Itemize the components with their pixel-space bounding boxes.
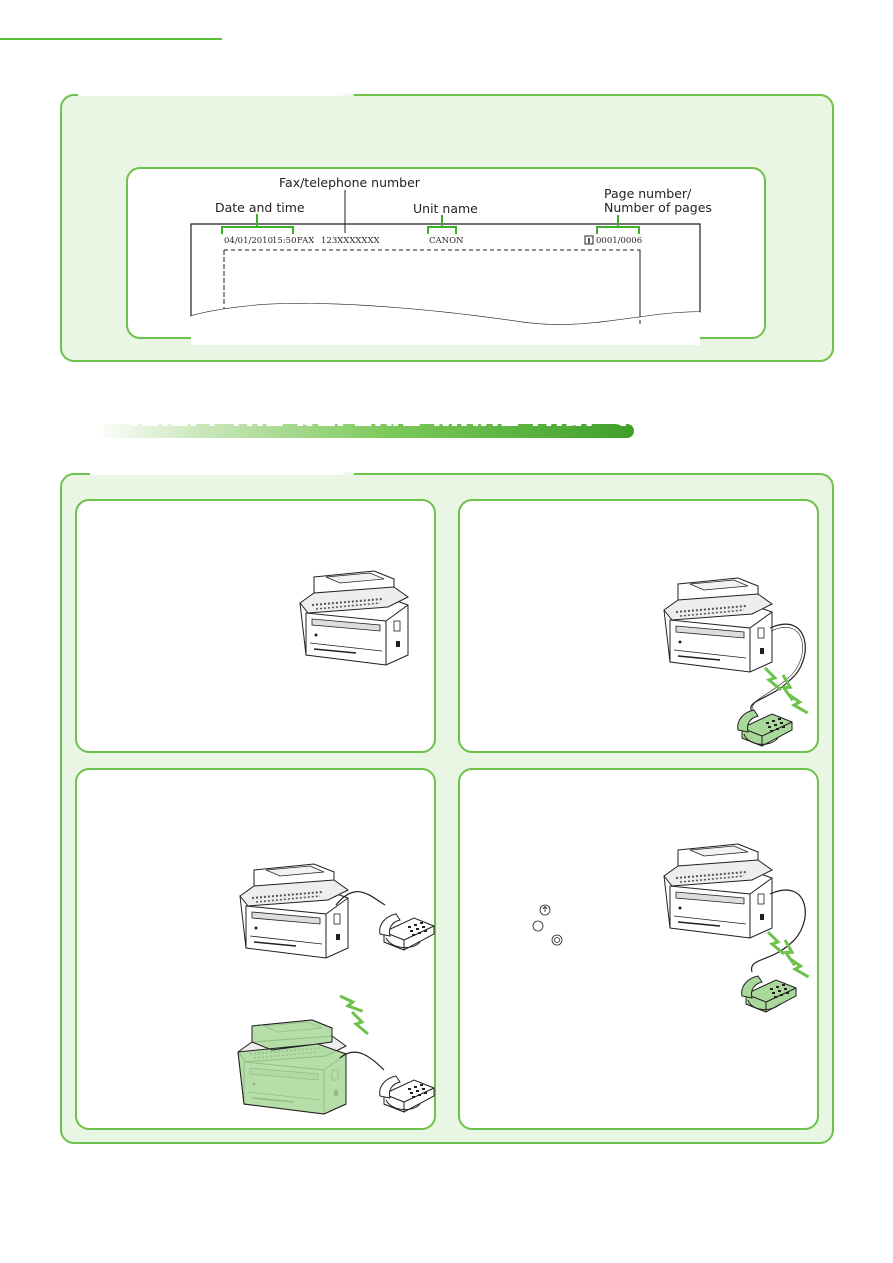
- panel-tab: [78, 93, 354, 96]
- callout-page-number: Page number/: [604, 186, 692, 201]
- printer-icon: [663, 577, 773, 673]
- start-button-icon: [539, 904, 551, 916]
- mode-card-answering: [458, 768, 819, 1130]
- ringing-signal-icon: [787, 953, 811, 982]
- sample-time: 15:50: [272, 236, 297, 246]
- ringing-signal-icon: [350, 1010, 370, 1036]
- sample-unit: CANON: [429, 236, 464, 246]
- callout-fax-number: Fax/telephone number: [279, 175, 420, 190]
- sample-fax-tag: FAX: [297, 236, 315, 246]
- sample-number: 123XXXXXXX: [321, 236, 380, 246]
- top-rule: [0, 38, 222, 40]
- printer-icon: [663, 843, 773, 939]
- section-heading-bar: [93, 424, 634, 438]
- telephone-icon: [741, 975, 797, 1013]
- circle-button-icon: [532, 920, 544, 932]
- printer-icon: [299, 570, 409, 666]
- telephone-icon: [379, 1075, 435, 1113]
- callout-unit-name: Unit name: [413, 201, 478, 216]
- callout-date-time: Date and time: [215, 200, 305, 215]
- printer-icon: [239, 863, 349, 959]
- section-heading: Select the Receive Mode that Suits Your …: [120, 406, 630, 439]
- ringing-signal-icon: [786, 689, 810, 718]
- telephone-icon: [379, 913, 435, 951]
- sample-date: 04/01/2010: [224, 236, 273, 246]
- callout-number-of-pages: Number of pages: [604, 200, 712, 215]
- panel-tab: [90, 472, 354, 475]
- ringing-signal-icon: [766, 930, 786, 956]
- ringing-signal-icon: [763, 666, 783, 692]
- telephone-icon: [737, 709, 793, 747]
- sample-pages: 0001/0006: [596, 236, 643, 246]
- stop-button-icon: [551, 934, 563, 946]
